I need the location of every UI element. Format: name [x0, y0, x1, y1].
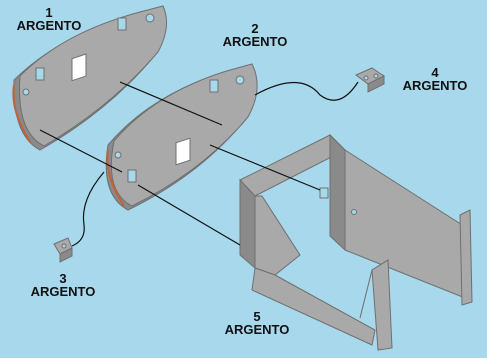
- part-4-bracket: [355, 67, 385, 93]
- part-number: 1: [45, 5, 53, 20]
- assembly-line: [137, 184, 241, 246]
- hole: [351, 209, 357, 215]
- part-number: 3: [59, 271, 67, 286]
- part-material: ARGENTO: [30, 284, 96, 299]
- slot: [35, 67, 45, 81]
- part-3-bracket: [53, 237, 73, 263]
- hole: [22, 88, 30, 96]
- slot: [209, 79, 219, 93]
- part-material: ARGENTO: [402, 78, 468, 93]
- window-cutout: [175, 137, 191, 166]
- part-1-plate: [12, 5, 168, 151]
- label-part-5: 5 ARGENTO: [214, 310, 300, 336]
- assembly-line: [119, 81, 223, 126]
- assembly-line: [209, 144, 321, 191]
- part-number: 4: [431, 65, 439, 80]
- label-part-4: 4 ARGENTO: [392, 66, 478, 92]
- assembly-line: [254, 81, 359, 101]
- part-2-plate: [105, 63, 258, 211]
- slot: [127, 169, 137, 183]
- part-5-frame: [239, 133, 473, 351]
- part-material: ARGENTO: [224, 322, 290, 337]
- label-part-2: 2 ARGENTO: [212, 22, 298, 48]
- assembly-line: [39, 129, 123, 173]
- assembly-line: [71, 171, 105, 247]
- label-part-3: 3 ARGENTO: [20, 272, 106, 298]
- assembly-lines: [39, 81, 359, 247]
- slot: [117, 17, 127, 31]
- part-material: ARGENTO: [222, 34, 288, 49]
- part-number: 5: [253, 309, 261, 324]
- hole: [114, 151, 122, 159]
- part-number: 2: [251, 21, 259, 36]
- window-cutout: [71, 53, 87, 82]
- part-material: ARGENTO: [16, 18, 82, 33]
- label-part-1: 1 ARGENTO: [6, 6, 92, 32]
- hole: [145, 13, 155, 23]
- slot: [319, 187, 329, 199]
- hole: [235, 75, 245, 85]
